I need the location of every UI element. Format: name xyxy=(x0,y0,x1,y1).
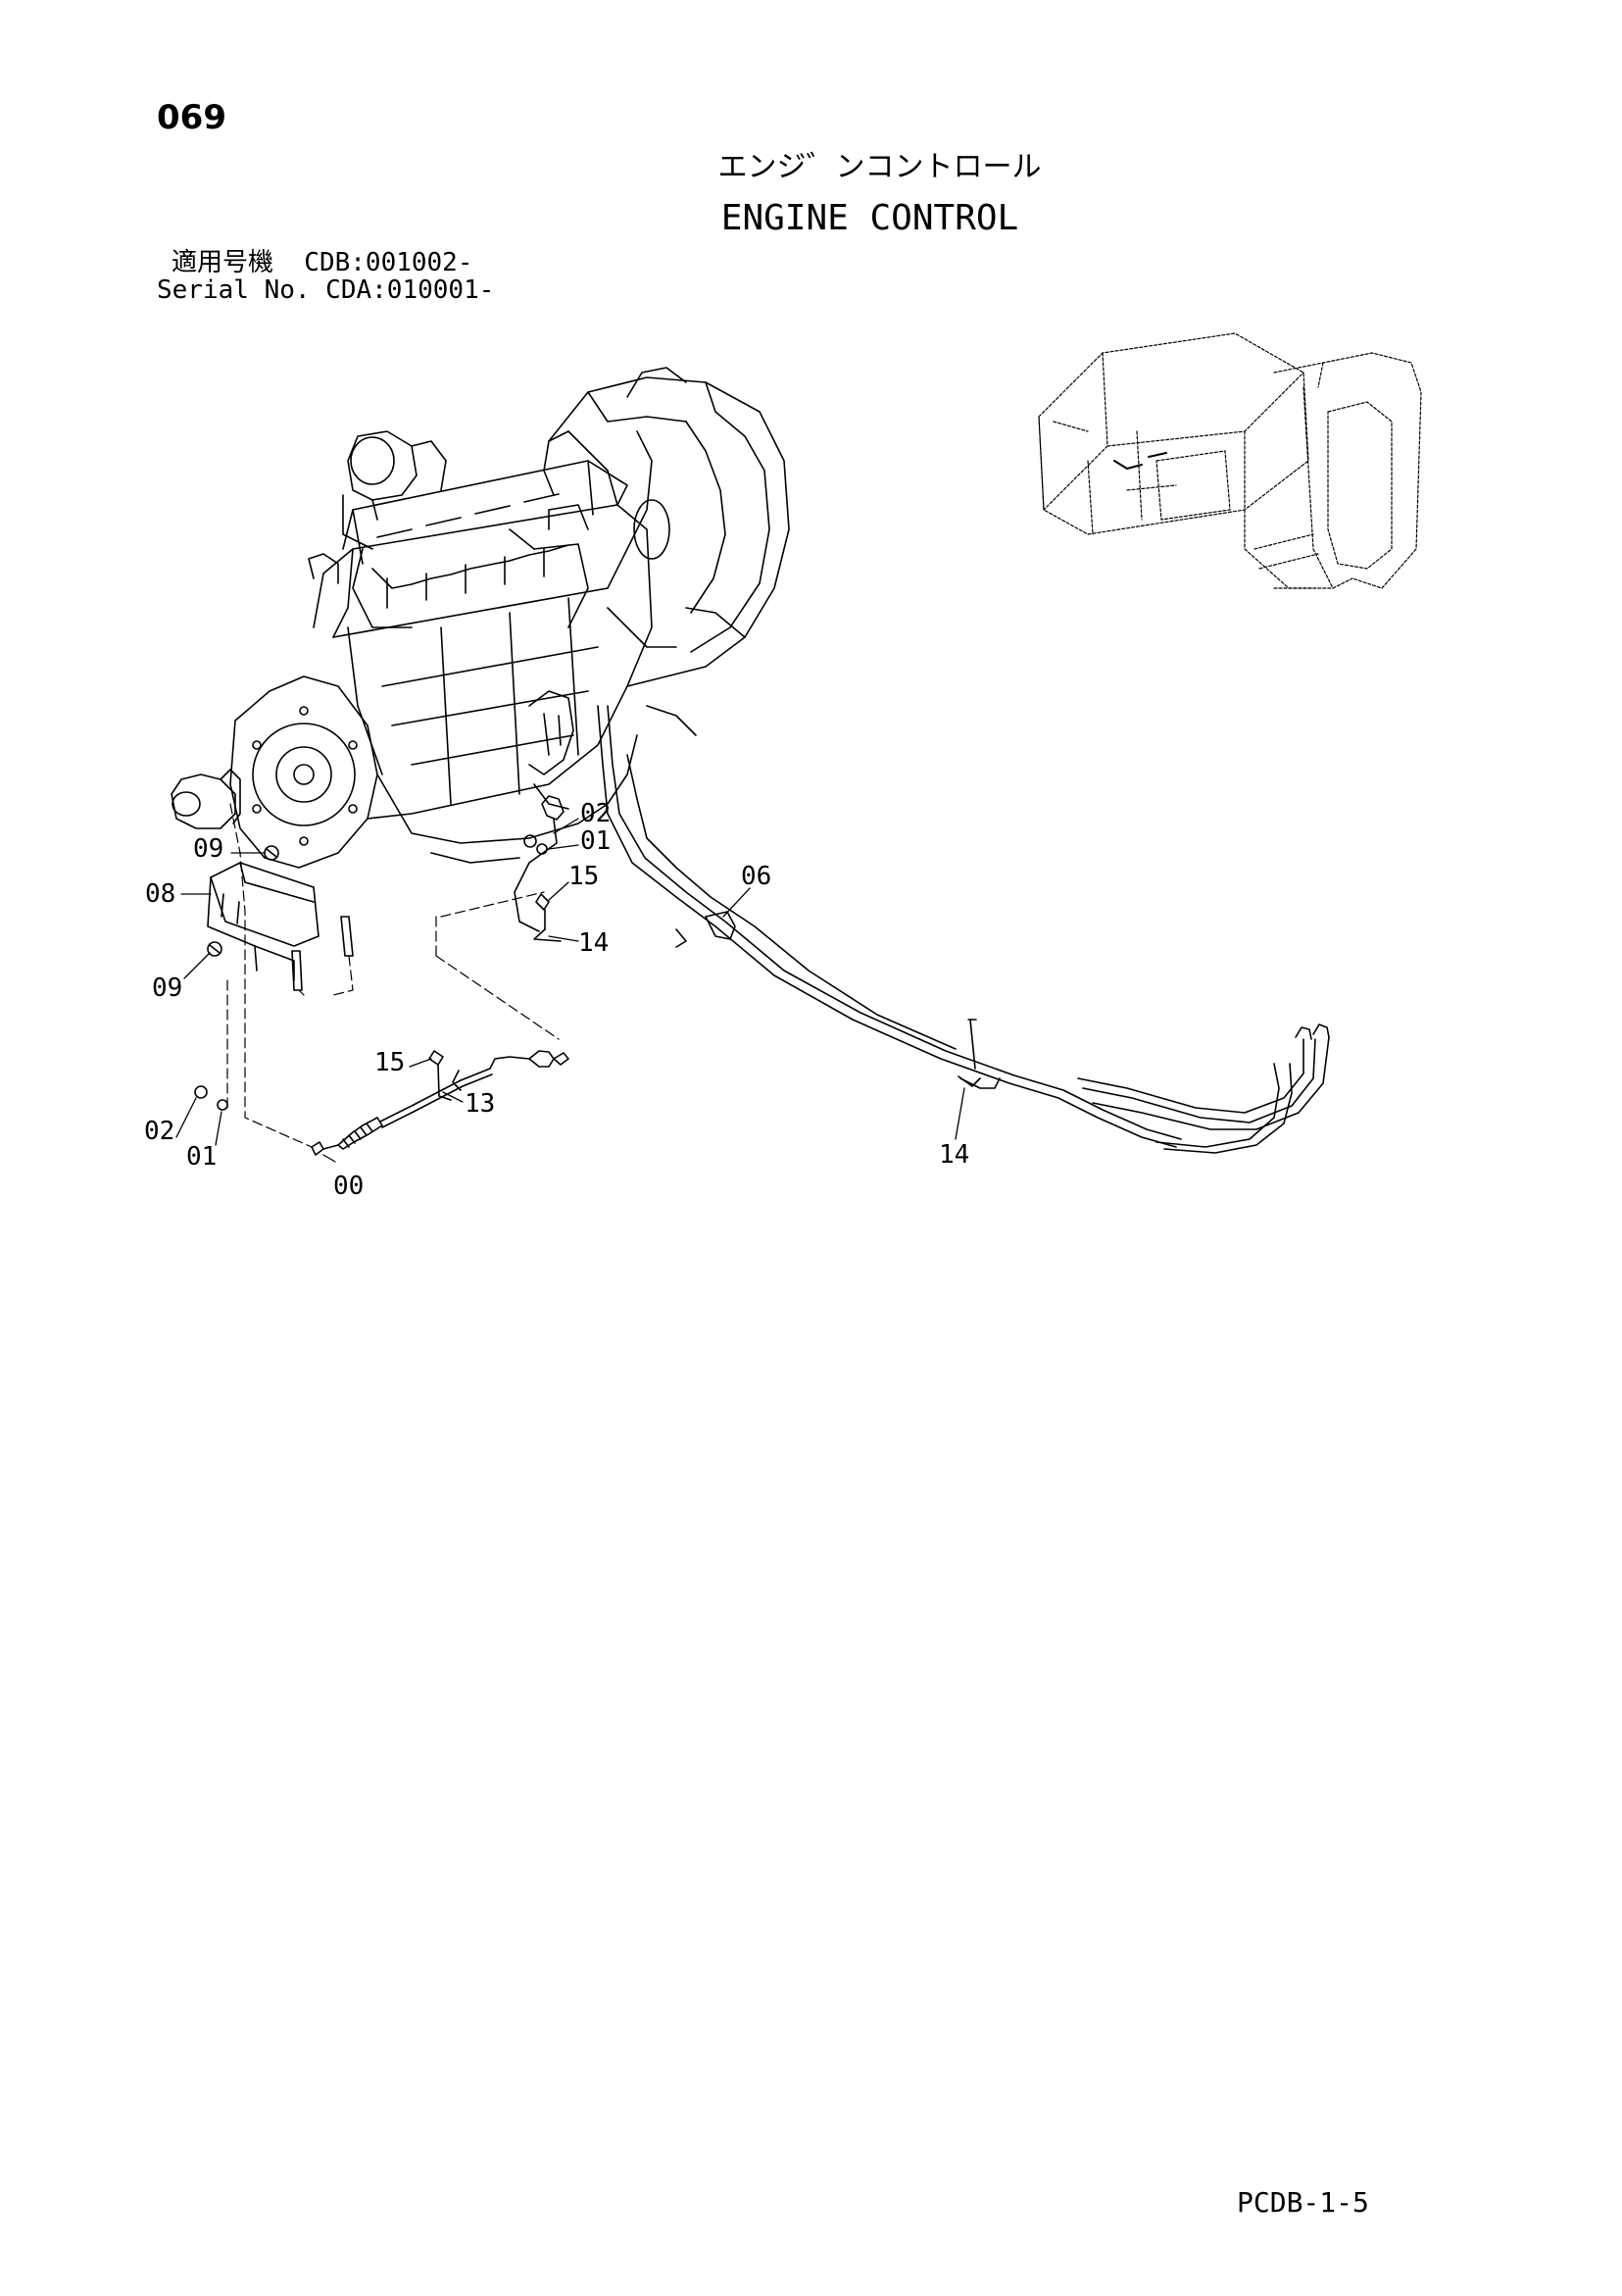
callout-13: 13 xyxy=(465,1089,495,1119)
throttle-actuator-illustration xyxy=(171,769,241,829)
bolt-15-lower xyxy=(428,1050,444,1066)
callout-00: 00 xyxy=(333,1172,364,1201)
callout-14-upper: 14 xyxy=(578,928,609,958)
title-japanese: エンジ゛ンコントロール xyxy=(717,150,1042,184)
nut-02-upper xyxy=(523,834,537,848)
cable-assembly-00 xyxy=(311,1050,569,1156)
document-code: PCDB-1-5 xyxy=(1237,2186,1369,2219)
washer-01-lower xyxy=(217,1099,228,1111)
callout-01-lower: 01 xyxy=(186,1142,217,1172)
bolt-09-upper xyxy=(264,845,279,861)
callout-09-lower: 09 xyxy=(152,973,182,1003)
bracket-13 xyxy=(437,1064,452,1101)
bolt-09-lower xyxy=(207,941,222,957)
engine-control-cable xyxy=(514,705,1330,1154)
applicable-models: 適用号機 CDB:001002- xyxy=(172,248,473,277)
nut-02-lower xyxy=(194,1085,208,1099)
assembly-lines xyxy=(226,803,560,1148)
washer-01-upper xyxy=(536,843,548,855)
callout-02-upper: 02 xyxy=(580,799,611,828)
callout-15-lower: 15 xyxy=(374,1048,405,1077)
bracket-08 xyxy=(207,862,354,991)
page-number: 069 xyxy=(157,98,226,137)
callout-01-upper: 01 xyxy=(580,826,611,856)
serial-number: Serial No. CDA:010001- xyxy=(157,275,495,305)
bolt-15-upper xyxy=(535,893,550,930)
callout-15-upper: 15 xyxy=(568,862,599,891)
clamp-06 xyxy=(675,911,736,948)
overview-location-marker xyxy=(1113,452,1167,470)
callout-14-lower: 14 xyxy=(939,1140,969,1170)
callout-labels: 02 01 15 14 06 09 08 09 15 13 02 01 00 1… xyxy=(144,799,969,1201)
callout-06: 06 xyxy=(741,862,771,891)
engine-assembly-illustration xyxy=(229,367,790,869)
callout-leader-lines xyxy=(175,818,965,1163)
callout-08: 08 xyxy=(145,879,175,909)
bracket-14-upper xyxy=(533,928,562,942)
callout-09-upper: 09 xyxy=(193,834,223,864)
excavator-overview-illustration xyxy=(1038,332,1422,589)
title-english: ENGINE CONTROL xyxy=(720,198,1019,238)
clamp-14-lower xyxy=(958,1075,981,1087)
callout-02-lower: 02 xyxy=(144,1117,174,1146)
governor-lever xyxy=(541,795,565,844)
